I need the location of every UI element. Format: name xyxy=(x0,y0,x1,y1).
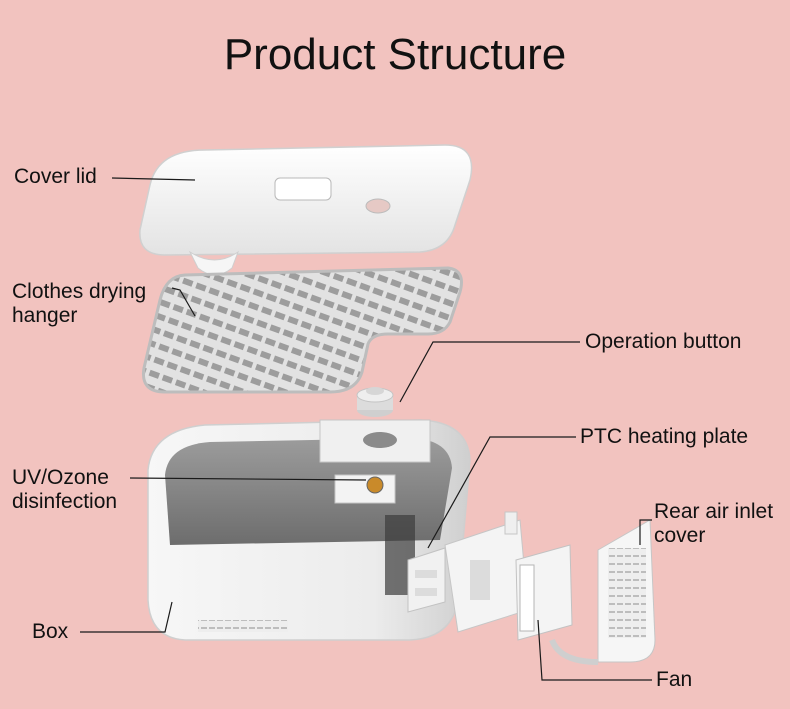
label-operation-button: Operation button xyxy=(585,330,741,354)
label-clothes-drying-hanger-line-1: Clothes drying xyxy=(12,280,147,303)
cover-lid-part xyxy=(139,144,473,276)
rear-air-inlet-cover-part xyxy=(549,519,656,665)
label-cover-lid-line-1: Cover lid xyxy=(14,165,97,188)
label-ptc-heating-plate-line-1: PTC heating plate xyxy=(580,425,749,448)
operation-button-part xyxy=(356,387,394,417)
label-rear-air-inlet-cover: Rear air inlet cover xyxy=(654,500,773,548)
label-uv-ozone-disinfection: UV/Ozone disinfection xyxy=(12,466,117,514)
label-box-line-1: Box xyxy=(32,620,69,643)
ptc-heating-plate-part xyxy=(407,547,446,613)
bracket-part xyxy=(444,511,529,633)
label-fan-line-1: Fan xyxy=(656,668,693,691)
fan-part xyxy=(515,544,573,641)
label-clothes-drying-hanger: Clothes drying hanger xyxy=(12,280,146,328)
label-box: Box xyxy=(32,620,68,644)
label-rear-air-inlet-cover-line-2: cover xyxy=(654,524,706,547)
leader-clothes-drying-hanger xyxy=(171,287,196,317)
leader-uv-ozone xyxy=(129,477,367,481)
label-uv-ozone-line-2: disinfection xyxy=(12,490,118,513)
leader-cover-lid xyxy=(111,177,196,181)
clothes-drying-hanger-part xyxy=(141,266,463,394)
label-cover-lid: Cover lid xyxy=(14,165,97,189)
leader-operation-button xyxy=(399,341,580,403)
label-fan: Fan xyxy=(656,668,692,692)
label-operation-button-line-1: Operation button xyxy=(585,330,742,353)
label-clothes-drying-hanger-line-2: hanger xyxy=(12,304,78,327)
leader-box xyxy=(80,601,173,633)
box-part xyxy=(147,419,471,641)
leader-fan xyxy=(537,619,652,681)
label-rear-air-inlet-cover-line-1: Rear air inlet xyxy=(654,500,774,523)
leader-ptc-heating-plate xyxy=(427,436,576,549)
leader-lines xyxy=(80,177,652,681)
leader-rear-air-inlet-cover xyxy=(639,519,652,545)
label-uv-ozone-line-1: UV/Ozone xyxy=(12,466,109,489)
page-title: Product Structure xyxy=(223,30,567,79)
label-ptc-heating-plate: PTC heating plate xyxy=(580,425,748,449)
